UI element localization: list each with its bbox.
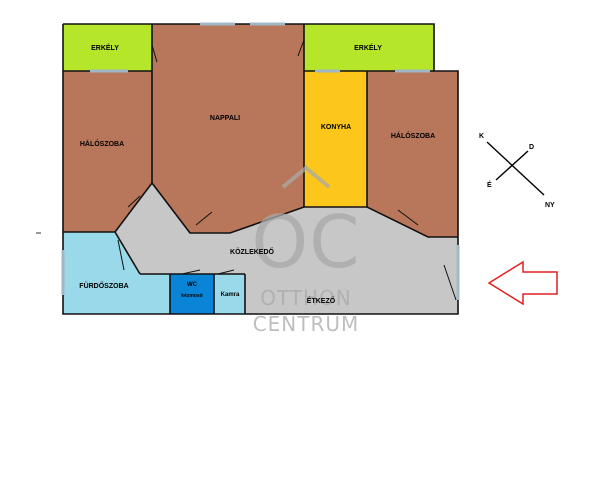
room-halo-right [367, 71, 458, 237]
label-furdo: FÜRDŐSZOBA [79, 281, 128, 290]
room-kozlekedo [115, 183, 458, 314]
label-halo-left: HÁLÓSZOBA [80, 139, 124, 148]
compass-axis-d-e [495, 150, 529, 181]
label-etkezo: ÉTKEZŐ [307, 296, 336, 305]
label-wc-sub: kézmosó [181, 293, 202, 299]
room-wc [170, 274, 214, 314]
label-halo-right: HÁLÓSZOBA [391, 131, 435, 140]
label-wc: WC [187, 282, 198, 288]
compass-label-ny: NY [545, 202, 555, 209]
watermark: OC OTTHON CENTRUM [252, 165, 361, 336]
label-konyha: KONYHA [321, 124, 351, 131]
watermark-line2: CENTRUM [253, 312, 360, 336]
watermark-roof-icon [281, 165, 331, 189]
entrance-arrow-icon [487, 260, 558, 306]
compass [486, 141, 545, 196]
label-kozlekedo: KÖZLEKEDŐ [230, 247, 275, 256]
room-kamra [214, 274, 245, 314]
room-erkely-left [63, 24, 152, 71]
label-nappali: NAPPALI [210, 115, 240, 122]
watermark-logo: OC [252, 200, 361, 284]
compass-label-d: D [529, 144, 534, 151]
room-nappali [152, 24, 304, 233]
room-furdo [63, 232, 170, 314]
label-erkely-right: ERKÉLY [354, 43, 382, 52]
room-erkely-right [304, 24, 434, 71]
compass-label-k: K [479, 133, 484, 140]
door-swings [117, 39, 457, 301]
compass-label-e: É [487, 180, 492, 189]
label-erkely-left: ERKÉLY [91, 43, 119, 52]
compass-axis-k-ny [486, 141, 545, 196]
windows [61, 22, 460, 300]
watermark-line1: OTTHON [260, 286, 352, 310]
label-kamra: Kamra [221, 292, 240, 298]
room-konyha [304, 71, 367, 207]
